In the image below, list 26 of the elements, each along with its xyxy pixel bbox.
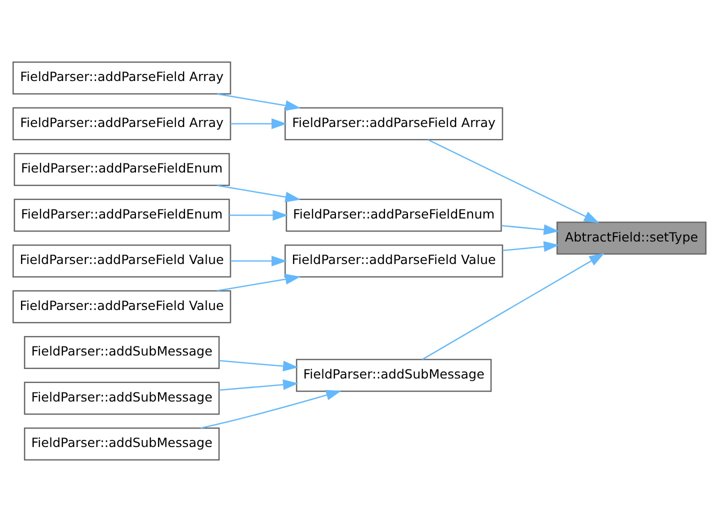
arrow [219,360,298,372]
node-box: AbtractField::setType [556,222,706,255]
arrow [216,274,301,292]
arrow [230,256,287,266]
node-box: FieldParser::addParseFieldEnum [14,198,230,232]
node-box: FieldParser::addParseField Array [12,107,232,140]
node-box: FieldParser::addSubMessage [24,428,220,461]
arrow [230,118,287,130]
node-box: FieldParser::addSubMessage [24,336,220,370]
node-box: FieldParser::addParseField Array [12,61,232,94]
arrow [502,241,560,252]
arrow [219,379,298,391]
arrow [422,253,604,360]
arrow [229,210,288,221]
node-box: FieldParser::addParseFieldEnum [14,152,230,186]
arrow [501,224,560,236]
node-box: FieldParser::addSubMessage [24,382,220,415]
node-box: FieldParser::addParseField Array [284,107,504,140]
node-box: FieldParser::addParseField Value [12,290,232,324]
node-box: FieldParser::addParseField Value [284,244,504,278]
node-box: FieldParser::addParseField Value [12,244,232,278]
node-box: FieldParser::addParseFieldEnum [286,198,502,232]
arrow [216,93,301,111]
arrow [216,184,301,202]
arrow [428,139,600,224]
node-box: FieldParser::addSubMessage [296,358,492,392]
